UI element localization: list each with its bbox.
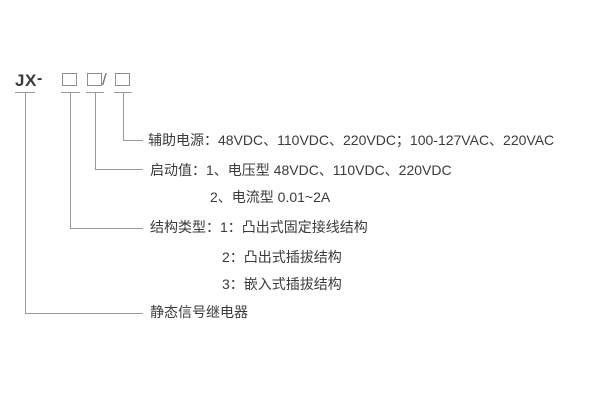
- model-dash: -: [37, 70, 43, 87]
- label-structure-type: 结构类型：1：凸出式固定接线结构: [150, 219, 368, 235]
- label-structure-type-option-3: 3：嵌入式插拔结构: [222, 276, 342, 292]
- digit-box-2: [87, 73, 102, 86]
- connector-vertical-box-2: [95, 93, 96, 169]
- tick-under-box-2: [86, 92, 104, 93]
- connector-horizontal-product-name: [25, 313, 143, 314]
- tick-under-box-1: [61, 92, 80, 93]
- connector-vertical-box-1: [70, 93, 71, 228]
- label-pickup-value: 启动值：1、电压型 48VDC、110VDC、220VDC: [150, 162, 452, 178]
- model-slash: /: [102, 70, 107, 89]
- label-aux-power: 辅助电源：48VDC、110VDC、220VDC；100-127VAC、220V…: [148, 132, 555, 148]
- digit-box-1: [62, 73, 77, 86]
- connector-horizontal-pickup-value: [95, 169, 143, 170]
- digit-box-3: [115, 73, 130, 86]
- label-pickup-value-option-2: 2、电流型 0.01~2A: [210, 189, 331, 205]
- connector-horizontal-structure-type: [70, 228, 143, 229]
- model-prefix-label: JX: [15, 71, 37, 90]
- label-structure-type-option-2: 2：凸出式插拔结构: [222, 249, 342, 265]
- connector-vertical-box-3: [123, 93, 124, 140]
- label-product-name: 静态信号继电器: [150, 304, 248, 320]
- connector-horizontal-aux-power: [123, 140, 143, 141]
- tick-under-prefix: [15, 92, 35, 93]
- tick-under-box-3: [114, 92, 132, 93]
- connector-vertical-prefix: [25, 93, 26, 313]
